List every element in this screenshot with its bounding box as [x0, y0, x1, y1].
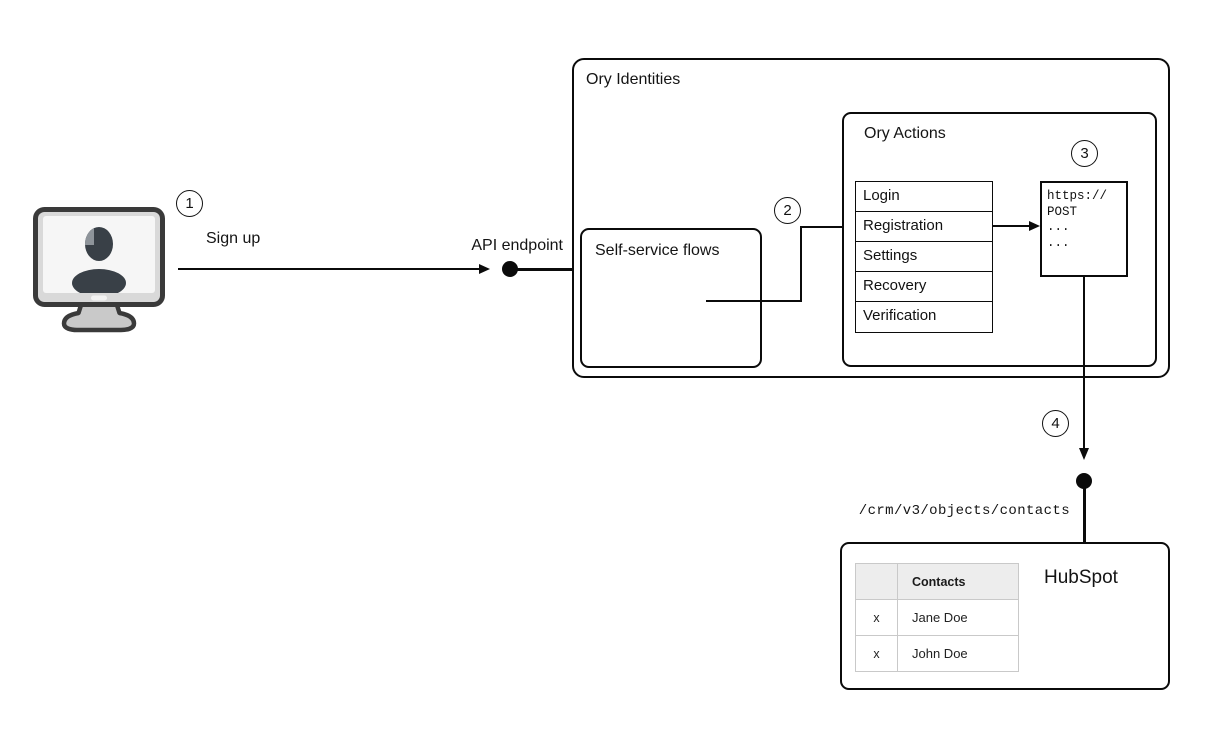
contact-row: x Jane Doe	[855, 599, 1019, 636]
self-service-flows-box	[580, 228, 762, 368]
signup-label: Sign up	[206, 230, 261, 247]
step-badge-3: 3	[1071, 140, 1098, 167]
monitor-user-icon	[33, 207, 165, 337]
step-number: 1	[185, 195, 194, 212]
step-badge-2: 2	[774, 197, 801, 224]
contact-cell: x	[855, 635, 898, 672]
webhook-code-box: https:// POST ... ...	[1040, 181, 1128, 277]
hubspot-arrowhead-icon	[1078, 448, 1089, 460]
contact-cell: John Doe	[897, 635, 1019, 672]
contacts-header-row: Contacts	[855, 563, 1019, 600]
ory-identities-title: Ory Identities	[586, 71, 681, 88]
step-number: 3	[1080, 145, 1089, 162]
webhook-arrowhead-icon	[1029, 220, 1040, 231]
self-service-flows-title: Self-service flows	[595, 242, 720, 259]
flow-arrow-segment	[706, 300, 802, 302]
flow-list: Login Registration Settings Recovery Ver…	[855, 181, 993, 333]
hubspot-title: HubSpot	[1044, 567, 1118, 588]
crm-endpoint-label: /crm/v3/objects/contacts	[858, 503, 1070, 519]
code-line: POST	[1047, 204, 1078, 219]
flow-row-login: Login	[856, 182, 992, 212]
flow-arrow-segment	[800, 226, 802, 302]
code-line: ...	[1047, 235, 1070, 250]
step-number: 2	[783, 202, 792, 219]
flow-row-verification: Verification	[863, 307, 937, 324]
hubspot-endpoint-connector	[1082, 488, 1086, 543]
flow-row-registration: Registration	[856, 212, 992, 242]
ory-actions-title: Ory Actions	[864, 125, 946, 142]
api-endpoint-connector	[516, 267, 574, 271]
signup-arrow-line	[178, 268, 479, 270]
hubspot-endpoint-dot-icon	[1076, 473, 1092, 489]
api-endpoint-dot-icon	[502, 261, 518, 277]
hubspot-arrow-line	[1083, 277, 1085, 448]
contacts-table: Contacts x Jane Doe x John Doe	[855, 563, 1019, 672]
webhook-arrow-line	[993, 225, 1029, 227]
flow-row-settings: Settings	[856, 242, 992, 272]
contacts-header-cell	[855, 563, 898, 600]
code-line: https://	[1047, 189, 1108, 203]
code-line: ...	[1047, 220, 1070, 234]
step-badge-4: 4	[1042, 410, 1069, 437]
contacts-header-cell: Contacts	[897, 563, 1019, 600]
contact-cell: Jane Doe	[897, 599, 1019, 636]
signup-arrowhead-icon	[479, 263, 490, 274]
contact-row: x John Doe	[855, 635, 1019, 672]
contact-cell: x	[855, 599, 898, 636]
flow-row-recovery: Recovery	[856, 272, 992, 302]
api-endpoint-label: API endpoint	[471, 237, 563, 254]
step-number: 4	[1051, 415, 1060, 432]
flow-arrow-segment	[800, 226, 842, 228]
step-badge-1: 1	[176, 190, 203, 217]
